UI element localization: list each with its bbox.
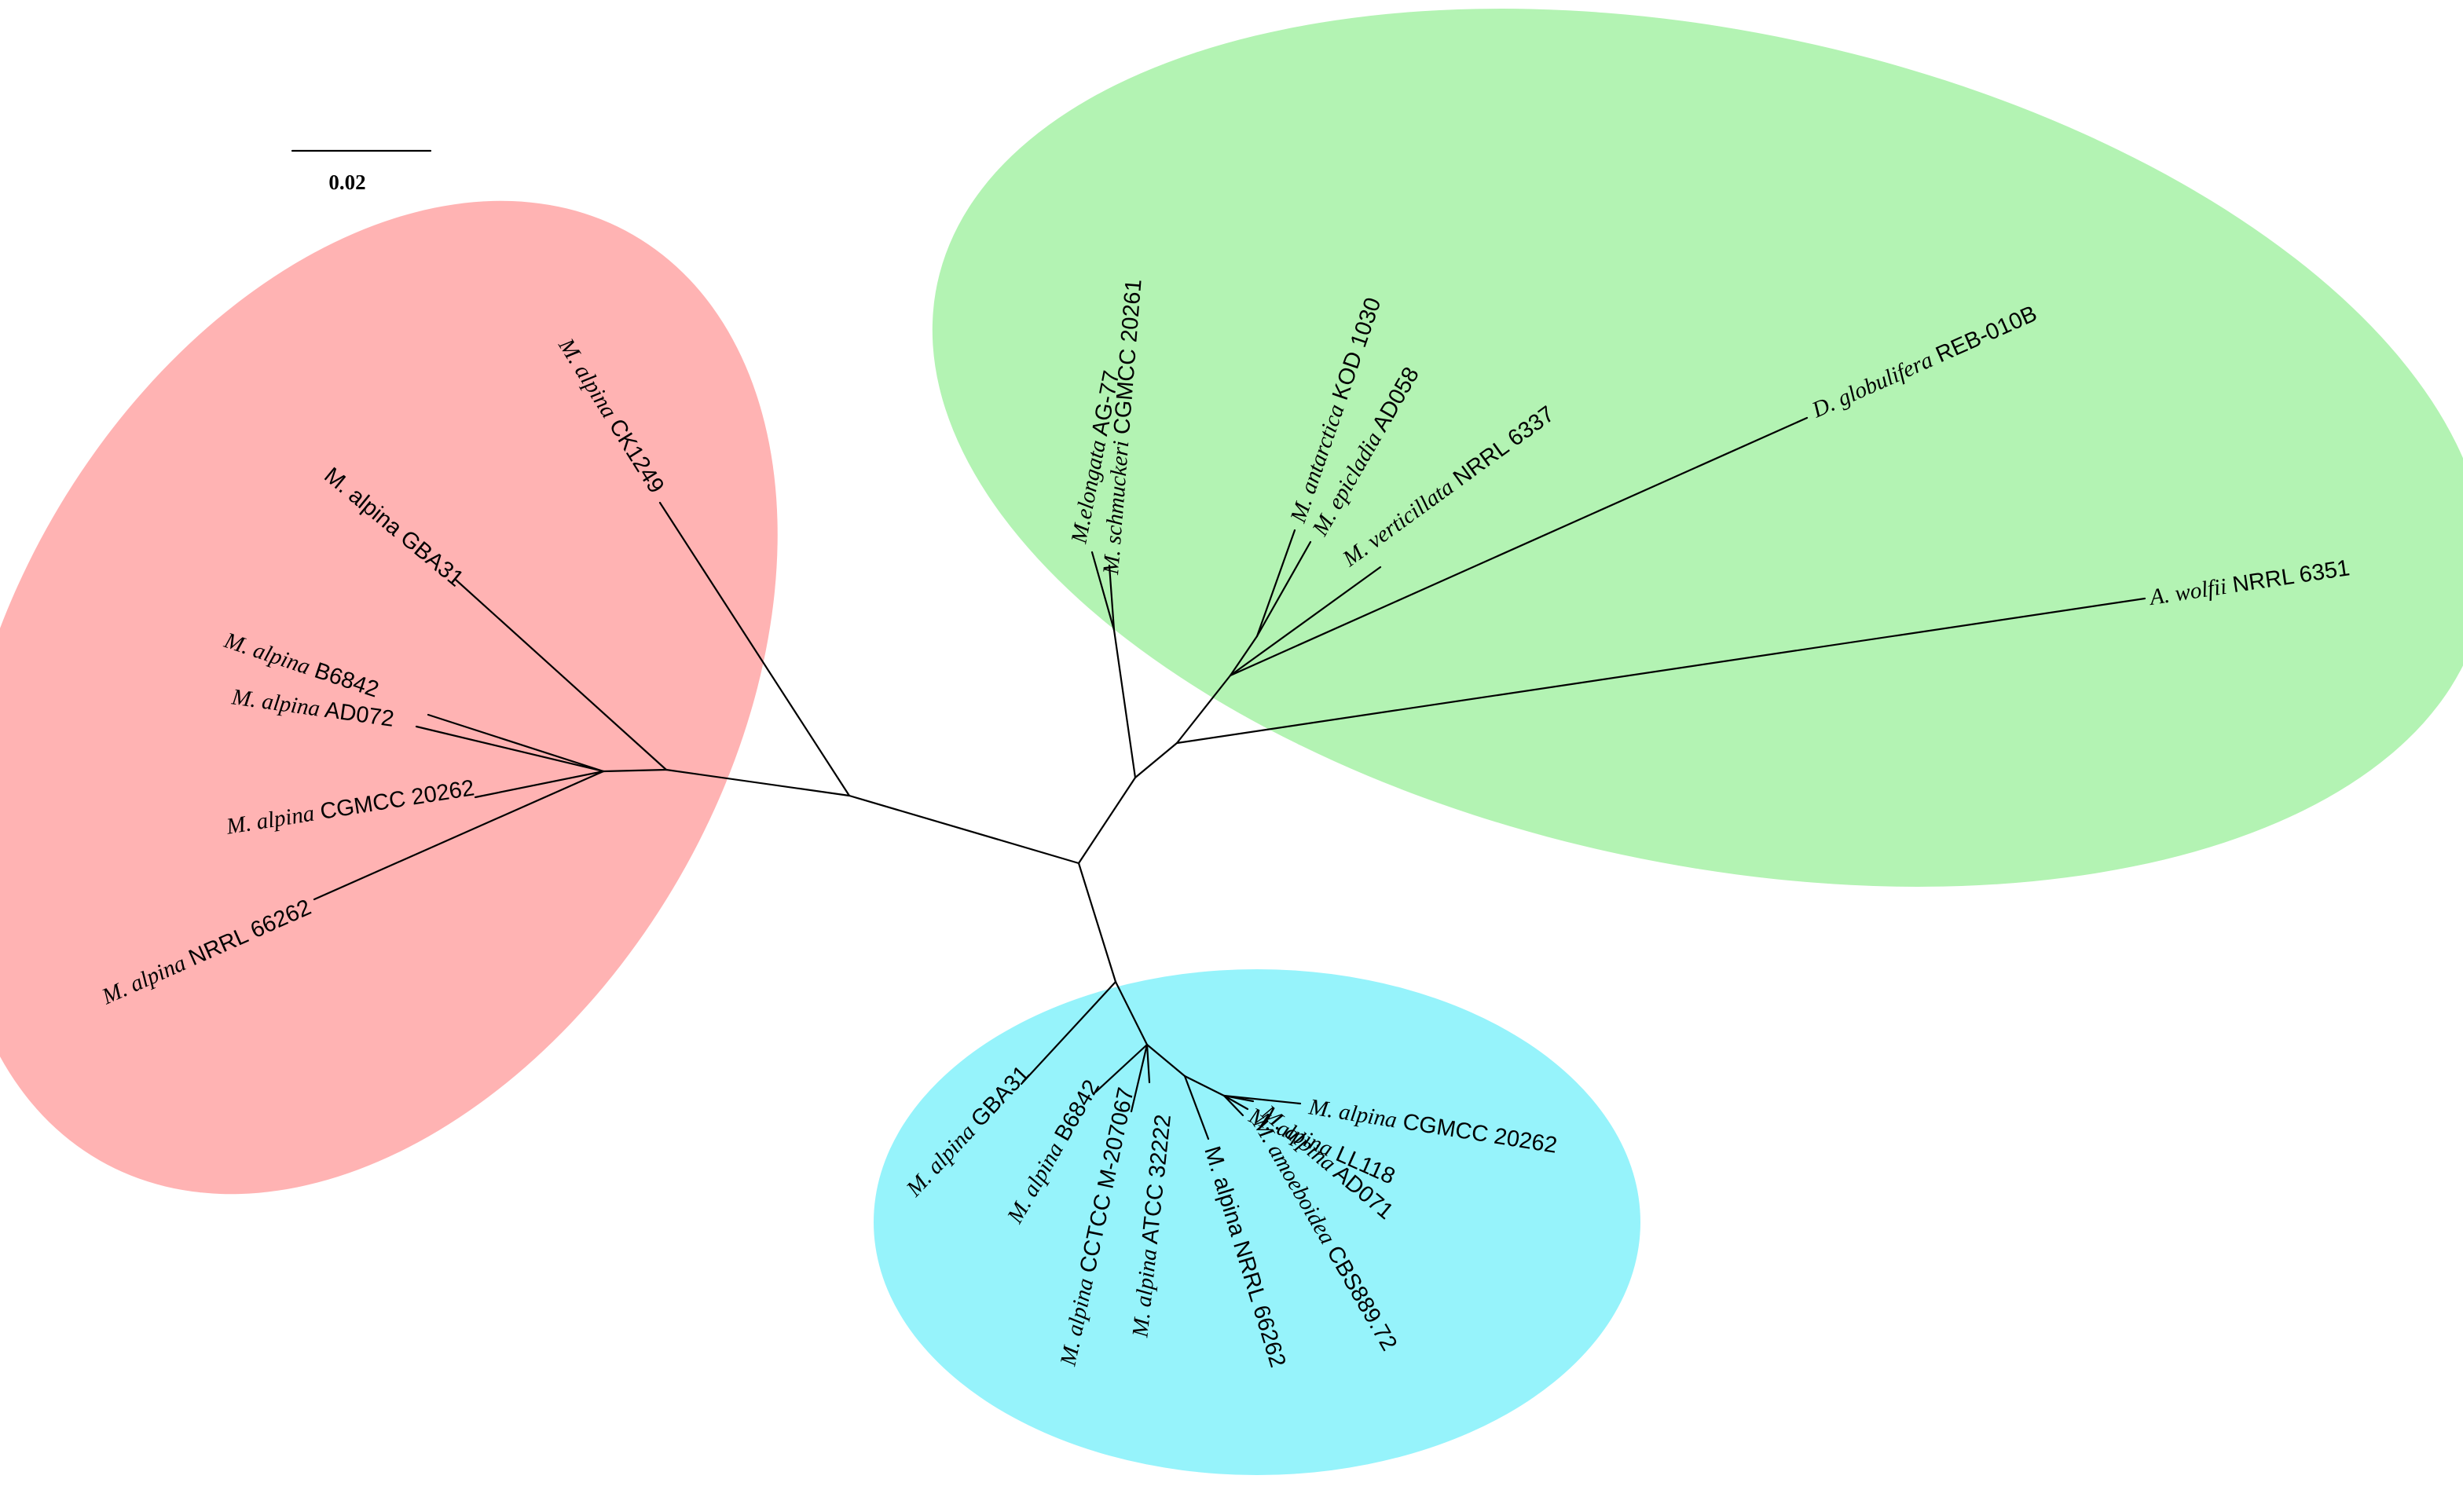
- branch: [1134, 741, 1178, 779]
- branch-atcc: [1145, 1043, 1151, 1084]
- branch-b6842-red: [427, 713, 605, 773]
- branch-amoeboidea: [1222, 1094, 1244, 1117]
- clade-ellipse-green: [932, 9, 2463, 887]
- branch: [1175, 674, 1232, 745]
- branch-cgmcc-blue: [1222, 1094, 1302, 1105]
- branch-verticillata: [1229, 566, 1382, 677]
- branch-gba31-blue: [1020, 980, 1117, 1085]
- tree-branches: [313, 416, 2146, 1140]
- clade-ellipse-red: [0, 200, 778, 1195]
- branch-ad072-red: [415, 725, 605, 773]
- branch: [602, 768, 668, 773]
- branch-nrrl-blue: [1183, 1075, 1210, 1140]
- branch-globulifera: [1229, 416, 1809, 677]
- branch-ad071: [1222, 1094, 1249, 1111]
- branch-nrrl-red: [313, 770, 605, 901]
- branch: [1183, 1075, 1226, 1097]
- scale-bar-label: 0.02: [328, 170, 365, 194]
- branch: [848, 794, 1080, 865]
- branch: [1112, 628, 1137, 779]
- branch: [1077, 776, 1137, 865]
- branch-b6842-blue: [1094, 1043, 1149, 1093]
- branch: [1077, 862, 1117, 983]
- branch-cgmcc-red: [474, 770, 605, 799]
- branch: [665, 768, 851, 797]
- clade-ellipse-blue: [874, 969, 1640, 1475]
- branch-gba31-red: [454, 578, 668, 771]
- branch-elongata: [1090, 551, 1116, 632]
- branch: [1145, 1043, 1186, 1078]
- branch-antarctica: [1255, 529, 1296, 638]
- branch-epicladia: [1255, 540, 1312, 638]
- branch-ck1249: [658, 501, 851, 797]
- scale-bar: 0.02: [291, 149, 432, 194]
- branch: [1114, 980, 1149, 1046]
- branch-wolfii: [1175, 597, 2146, 745]
- branch: [1229, 635, 1259, 677]
- branch-cctcc: [1130, 1043, 1149, 1113]
- branch-schmuckeri: [1108, 564, 1116, 632]
